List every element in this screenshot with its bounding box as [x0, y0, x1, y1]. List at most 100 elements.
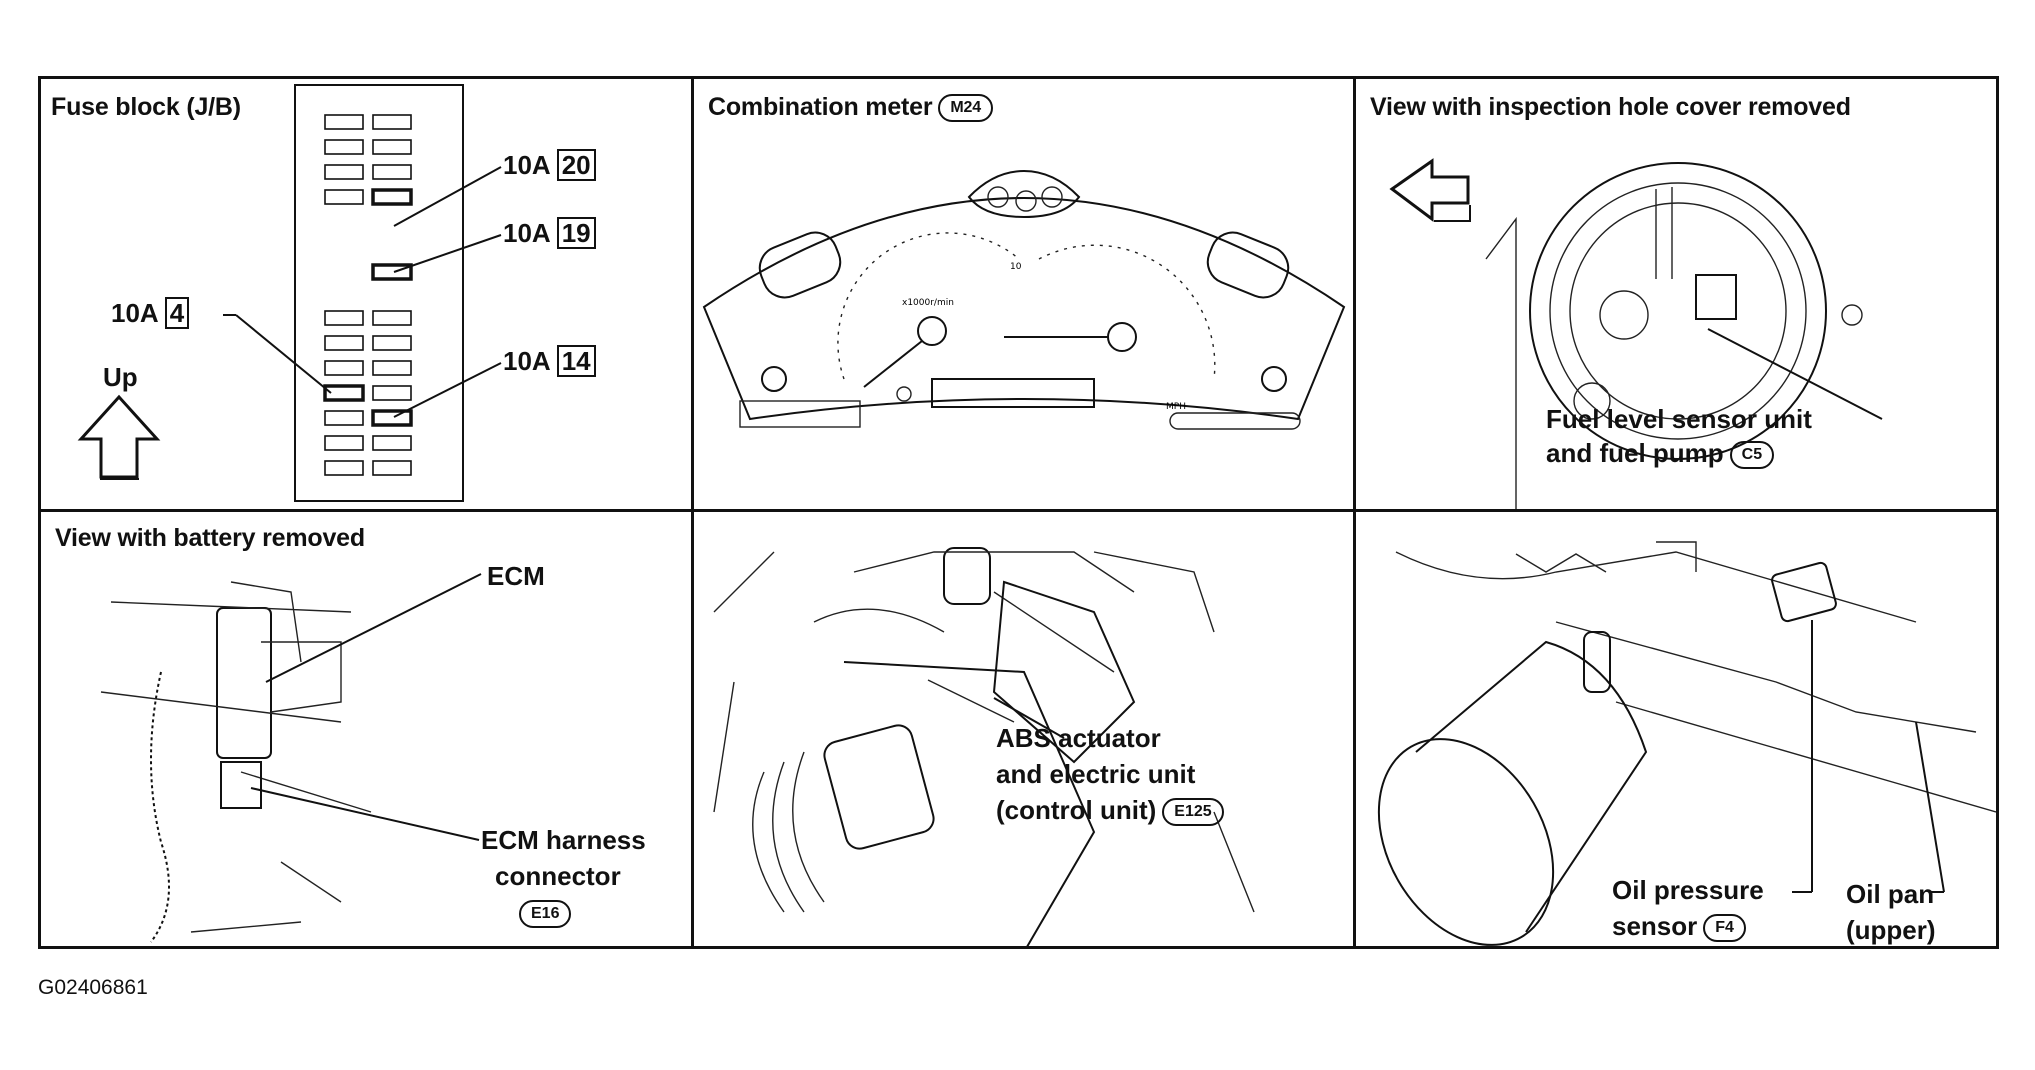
- fuse-slot: [324, 410, 364, 426]
- intake-boot: [752, 751, 825, 913]
- fuse-slot: [323, 384, 365, 402]
- leader-ecm-harness: [250, 787, 480, 841]
- leader-fuse-4b: [235, 314, 332, 394]
- fuse-slot: [372, 360, 412, 376]
- inspection-hole: [1529, 162, 1827, 460]
- abs-label-2: and electric unit: [996, 759, 1196, 789]
- body-edge: [1485, 216, 1517, 509]
- fuse-slot: [372, 460, 412, 476]
- pipe: [1583, 631, 1611, 693]
- fuse-slot: [324, 335, 364, 351]
- air-duct: [843, 661, 1096, 946]
- ecm-connector-label: E16: [519, 896, 572, 929]
- fuse-slot: [371, 188, 413, 206]
- engine-block: [1395, 551, 1996, 813]
- leader-abs: [993, 697, 1065, 739]
- air-flow-meter: [823, 724, 935, 850]
- fuse-slot: [324, 460, 364, 476]
- fuse-slot: [372, 335, 412, 351]
- leader-fuse-14: [393, 362, 502, 418]
- fuse-slot: [324, 189, 364, 205]
- abs-actuator: [992, 580, 1136, 764]
- fuse-slot: [372, 435, 412, 451]
- oil-filter-body: [1415, 640, 1648, 933]
- leader-fuel-pump: [1707, 328, 1883, 420]
- odometer-display: [931, 378, 1095, 408]
- oil-pan-label-1: Oil pan: [1846, 879, 1935, 909]
- fuel-pump-panel: View with inspection hole cover removed …: [1356, 79, 1996, 512]
- fuel-pump-label-1: Fuel level sensor unit: [1546, 404, 1812, 434]
- connector-f4: F4: [1703, 914, 1746, 943]
- leader-ecm: [265, 573, 482, 683]
- tach-unit-text: x1000r/min: [902, 298, 954, 308]
- ecm-unit: [216, 607, 272, 759]
- fuse-slot: [371, 409, 413, 427]
- speed-unit-text: MPH: [1166, 402, 1186, 412]
- meter-outline: [702, 197, 1346, 421]
- connector-e125: E125: [1162, 798, 1224, 827]
- front-arrow-icon: [1389, 158, 1470, 222]
- fuse-block-title: Fuse block (J/B): [51, 93, 241, 121]
- tach-scale: [837, 232, 1020, 380]
- ecm-harness-label-1: ECM harness: [481, 825, 646, 855]
- ecm-harness-label-2: connector: [495, 861, 621, 891]
- speedometer-hub: [1107, 322, 1137, 352]
- tachometer-needle: [863, 340, 923, 388]
- ecm-connector-icon: [220, 761, 262, 809]
- fuel-pump-connector-icon: [1695, 274, 1737, 320]
- fuse-slot: [372, 164, 412, 180]
- wiring-harness: [150, 671, 170, 943]
- right-window: [1206, 231, 1290, 299]
- fuse-slot: [372, 310, 412, 326]
- fuse-slot: [372, 139, 412, 155]
- pump-port: [1599, 290, 1649, 340]
- fuse-slot: [324, 360, 364, 376]
- temp-gauge-hub: [1261, 366, 1287, 392]
- oil-sensor-label-1: Oil pressure: [1612, 875, 1764, 905]
- fuel-pump-title: View with inspection hole cover removed: [1370, 93, 1851, 121]
- combination-meter-drawing: x1000r/min 10 MPH: [702, 169, 1346, 430]
- connector-m24: M24: [938, 94, 993, 123]
- meter-top-pod: [967, 169, 1081, 219]
- tachometer-hub: [917, 316, 947, 346]
- fuse-slot: [372, 385, 412, 401]
- oil-drawing: [1377, 541, 1996, 946]
- fuse-slot: [324, 310, 364, 326]
- ecm-label: ECM: [487, 561, 545, 591]
- abs-label-1: ABS actuator: [996, 723, 1161, 753]
- leader-oil-pan: [1915, 721, 1945, 893]
- leader-fuse-20: [393, 166, 502, 227]
- up-label: Up: [103, 362, 138, 392]
- fuse-slot: [372, 114, 412, 130]
- speed-scale: [1038, 244, 1216, 380]
- pump-flange: [1549, 182, 1807, 440]
- ecm-title: View with battery removed: [55, 524, 365, 552]
- oil-pressure-sensor-icon: [1771, 561, 1837, 623]
- left-window: [758, 231, 842, 299]
- fuse-slot: [324, 114, 364, 130]
- leader-fuse-19: [393, 234, 502, 273]
- tach-ten-text: 10: [1010, 262, 1022, 272]
- figure-code: G02406861: [38, 976, 148, 999]
- abs-drawing: [713, 547, 1255, 946]
- fuse-block-drawing: [77, 84, 502, 502]
- fuse-slot: [324, 435, 364, 451]
- connector-e16: E16: [519, 900, 572, 929]
- abs-label-3: (control unit)E125: [996, 794, 1224, 827]
- abs-panel: ABS actuator and electric unit (control …: [694, 512, 1356, 946]
- ecm-drawing: [100, 573, 482, 943]
- fuse-slot: [324, 164, 364, 180]
- fuel-pump-drawing: [1389, 158, 1883, 509]
- fuse-block-outline: [294, 84, 464, 502]
- up-arrow-icon: [77, 394, 161, 479]
- ecm-panel: View with battery removed ECM ECM harnes…: [41, 512, 694, 946]
- fuse-slot: [324, 139, 364, 155]
